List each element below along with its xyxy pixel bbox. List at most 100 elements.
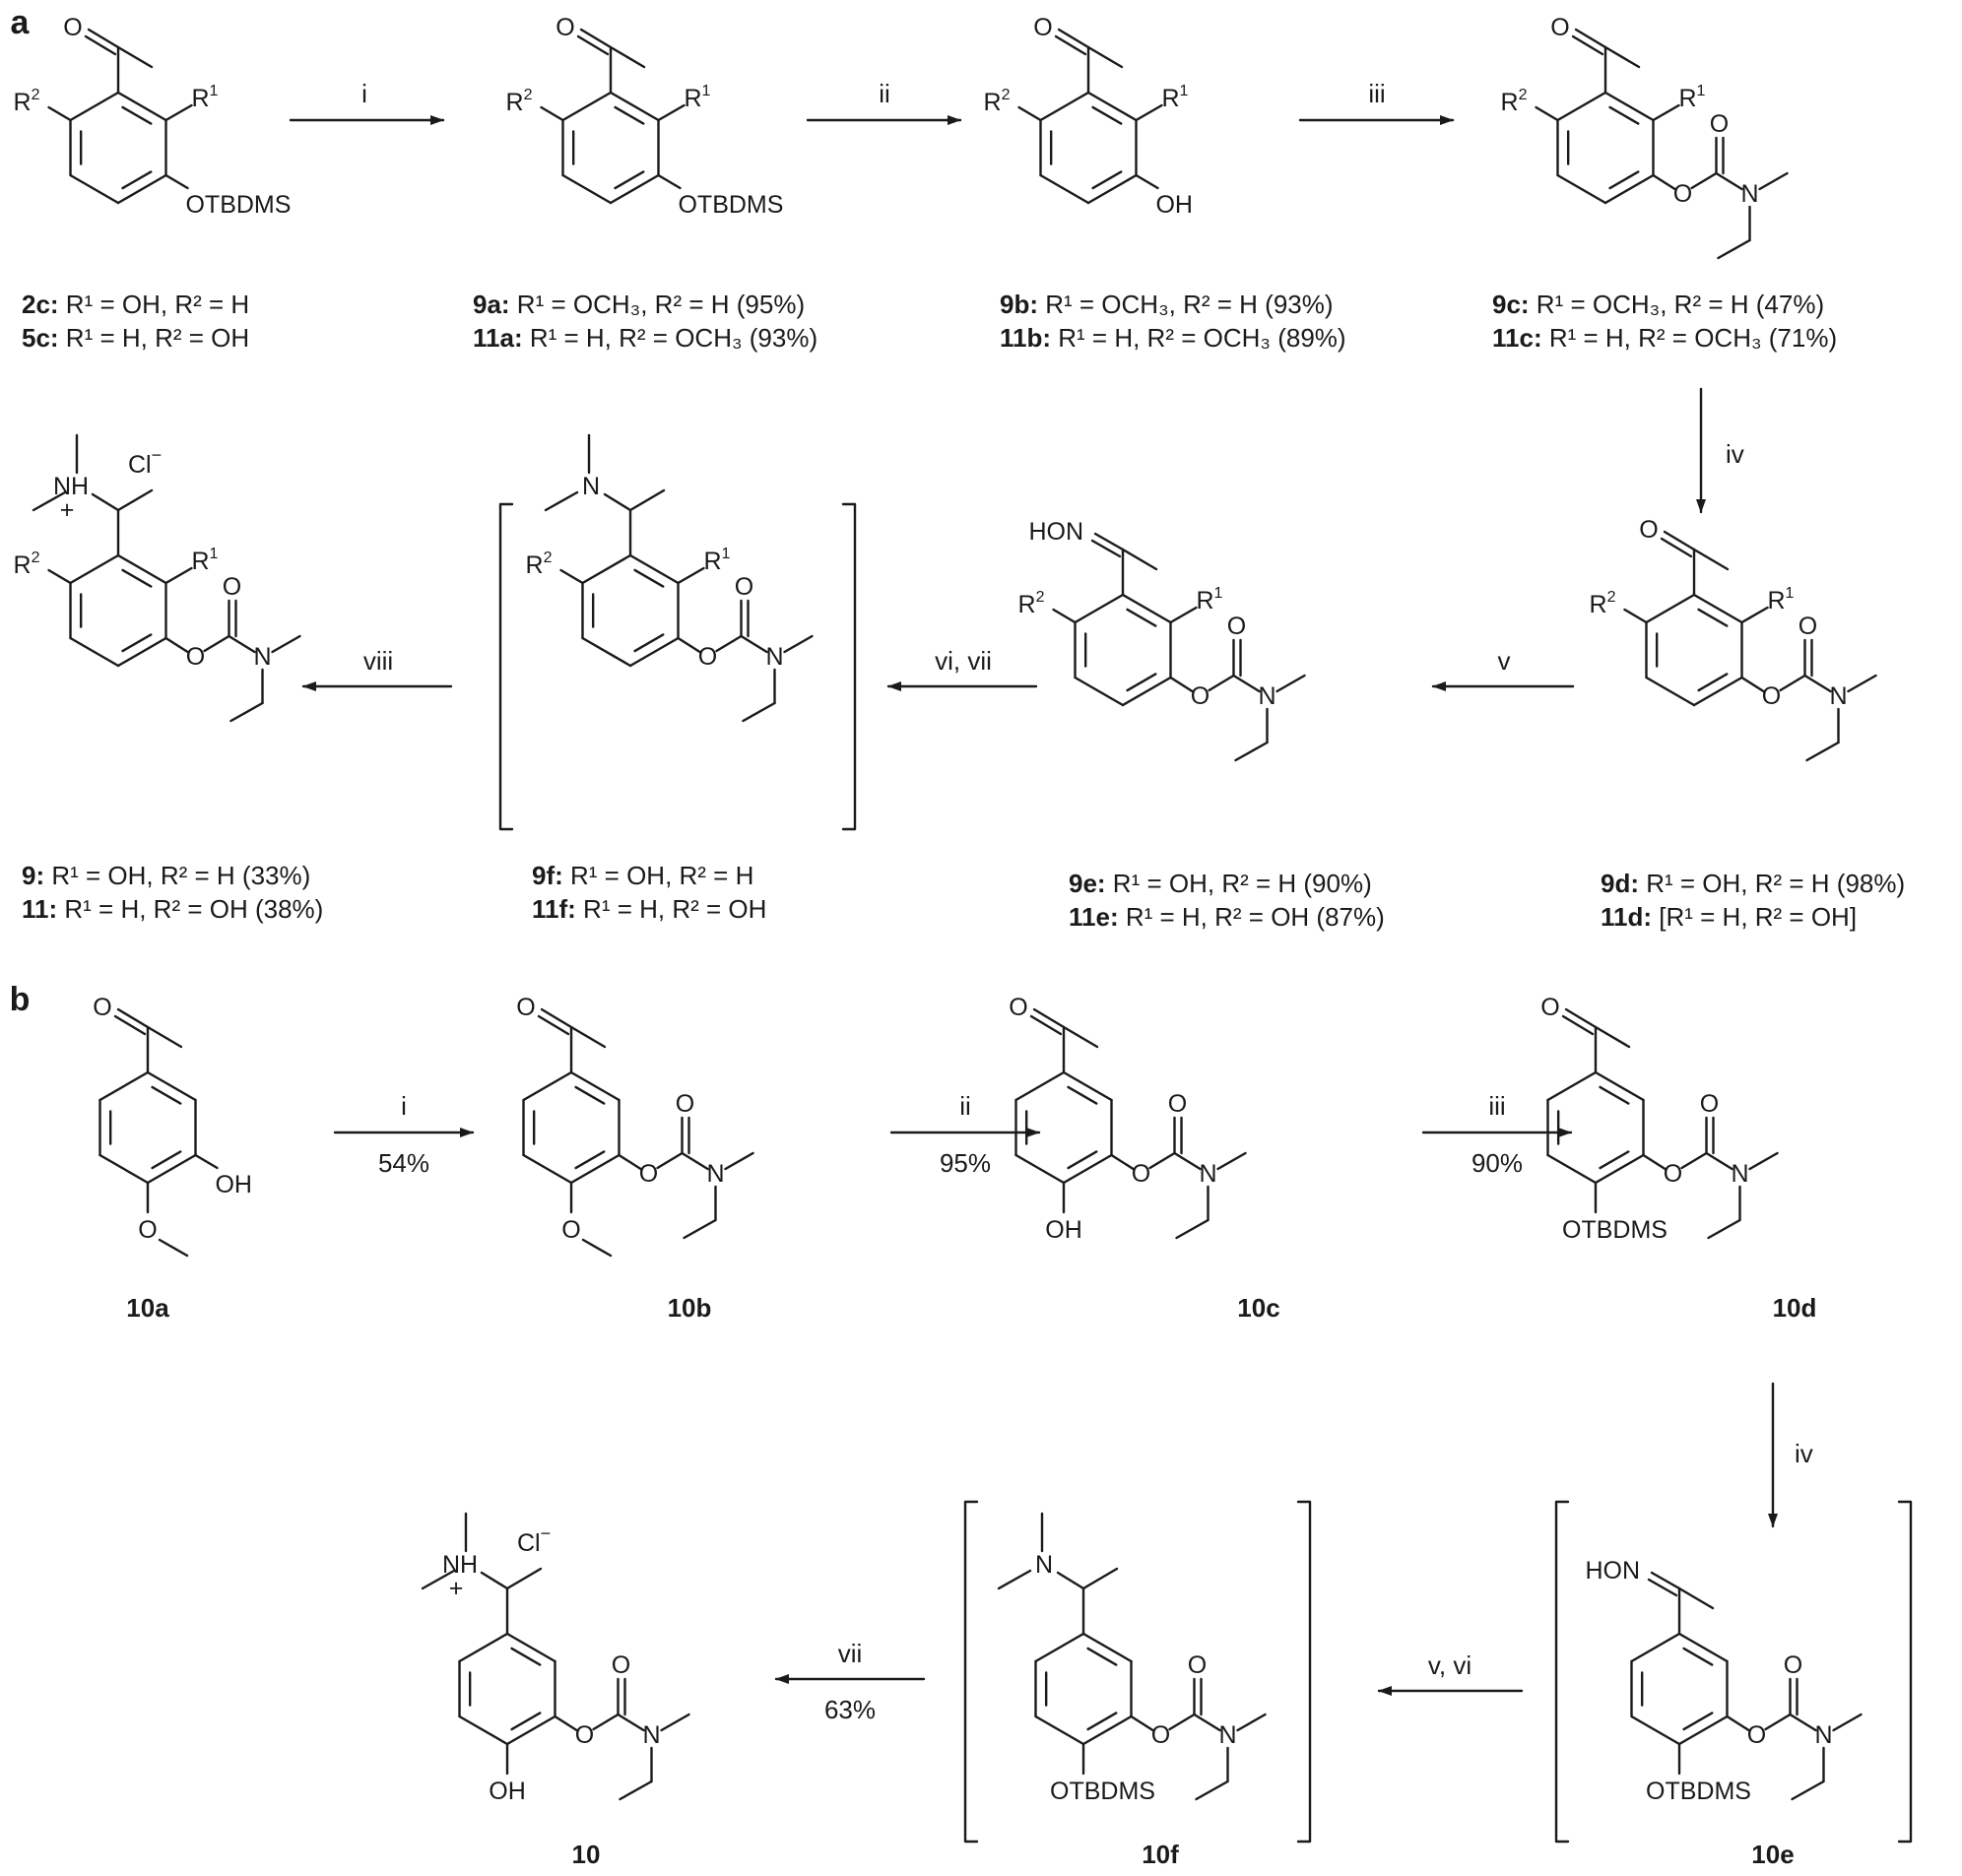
bond — [1148, 1151, 1176, 1170]
atom-oh: OH — [215, 1171, 252, 1198]
atom-o: O — [612, 1651, 630, 1679]
atom-o: O — [1227, 613, 1246, 640]
atom-n: N — [1218, 1721, 1236, 1749]
atom-o: O — [676, 1090, 694, 1118]
ring-bond — [1014, 1070, 1066, 1102]
r2-label: R2 — [984, 87, 1011, 116]
bond — [271, 634, 301, 654]
compound-label-9f: 9f: R¹ = OH, R² = H — [532, 861, 753, 890]
atom-oh: OH — [489, 1778, 526, 1805]
bond — [1175, 1218, 1210, 1240]
bond — [1173, 1151, 1202, 1171]
ring-double-bond — [510, 1647, 542, 1666]
atom-o: O — [561, 1216, 580, 1244]
step-label-v: v — [1498, 646, 1511, 676]
atom-o: O — [1784, 1651, 1802, 1679]
compound-label-9: 9: R¹ = OH, R² = H (33%) — [22, 861, 310, 890]
bond — [1208, 674, 1235, 692]
atom-o: O — [735, 573, 753, 601]
bond — [1135, 173, 1159, 190]
atom-n: N — [1258, 682, 1275, 710]
panel-label-a: a — [11, 4, 31, 41]
bond — [194, 1153, 219, 1170]
bond — [1236, 1713, 1267, 1732]
bond — [1642, 1153, 1667, 1171]
ring-bond — [505, 1714, 556, 1746]
carbonyl-bond — [1574, 28, 1607, 49]
atom-o: O — [1168, 1090, 1187, 1118]
compound-label-2c: 2c: R¹ = OH, R² = H — [22, 290, 249, 319]
ring-bond — [1603, 173, 1655, 205]
ring-double-bond — [121, 170, 153, 190]
atom-n: N — [765, 643, 783, 671]
r1-label: R1 — [1196, 585, 1222, 615]
bond — [997, 1569, 1032, 1590]
bond — [1056, 1571, 1085, 1590]
atom-n: N — [1731, 1160, 1748, 1188]
ring-bond — [69, 636, 120, 668]
atom-n: N — [642, 1721, 660, 1749]
atom-o: O — [1132, 1160, 1150, 1188]
ring-double-bond — [1697, 673, 1729, 692]
carbonyl-bond — [1057, 28, 1090, 49]
bond — [628, 488, 666, 512]
r1-label: R1 — [191, 546, 218, 575]
ring-double-bond — [510, 1712, 542, 1731]
ring-bond — [1645, 593, 1696, 624]
ring-bond — [116, 91, 167, 122]
bond — [1216, 1151, 1247, 1171]
bond — [1652, 173, 1676, 191]
step-label-iv: iv — [1726, 439, 1744, 469]
compound-label-10b: 10b — [668, 1293, 712, 1323]
bond — [603, 492, 632, 512]
ring-bond — [1546, 1153, 1598, 1185]
bond — [660, 1713, 690, 1732]
ring-bond — [69, 91, 120, 122]
carbonyl-bond — [87, 28, 120, 49]
atom-n: N — [1740, 180, 1758, 208]
bond — [1594, 1025, 1631, 1049]
bond — [1748, 1151, 1779, 1171]
b-yield-iii: 90% — [1472, 1148, 1523, 1178]
ring-bond — [458, 1714, 509, 1746]
ring-double-bond — [1682, 1647, 1714, 1666]
charge-plus: + — [60, 496, 75, 524]
bond — [1110, 1153, 1135, 1171]
compound-label-5c: 5c: R¹ = H, R² = OH — [22, 323, 249, 353]
ring-bond — [505, 1632, 556, 1663]
r2-label: R2 — [14, 87, 40, 116]
step-label-vi-vii: vi, vii — [935, 646, 992, 676]
b-yield-ii: 95% — [940, 1148, 991, 1178]
ring-double-bond — [1599, 1085, 1630, 1105]
bond — [1169, 606, 1198, 624]
bond — [569, 1025, 607, 1049]
ring-double-bond — [1067, 1150, 1098, 1170]
carbonyl-bond — [537, 1014, 570, 1036]
compound-label-11b: 11b: R¹ = H, R² = OCH₃ (89%) — [1000, 323, 1346, 353]
bond — [656, 1151, 684, 1170]
atom-o: O — [1540, 994, 1559, 1021]
atom-o: O — [63, 14, 82, 41]
ring-bond — [561, 173, 613, 205]
ring-bond — [146, 1153, 197, 1185]
ring-bond — [1677, 1632, 1729, 1663]
bond — [1193, 1713, 1221, 1732]
compound-label-9b: 9b: R¹ = OCH₃, R² = H (93%) — [1000, 290, 1334, 319]
bond — [618, 1153, 642, 1171]
ring-bond — [98, 1153, 150, 1185]
ring-bond — [1074, 593, 1125, 624]
bond — [1130, 1714, 1154, 1732]
atom-o: O — [186, 643, 205, 671]
atom-o: O — [1033, 14, 1052, 41]
bond — [1779, 674, 1806, 692]
bond — [164, 636, 189, 654]
bond — [1232, 674, 1261, 693]
atom-n: N — [706, 1160, 724, 1188]
